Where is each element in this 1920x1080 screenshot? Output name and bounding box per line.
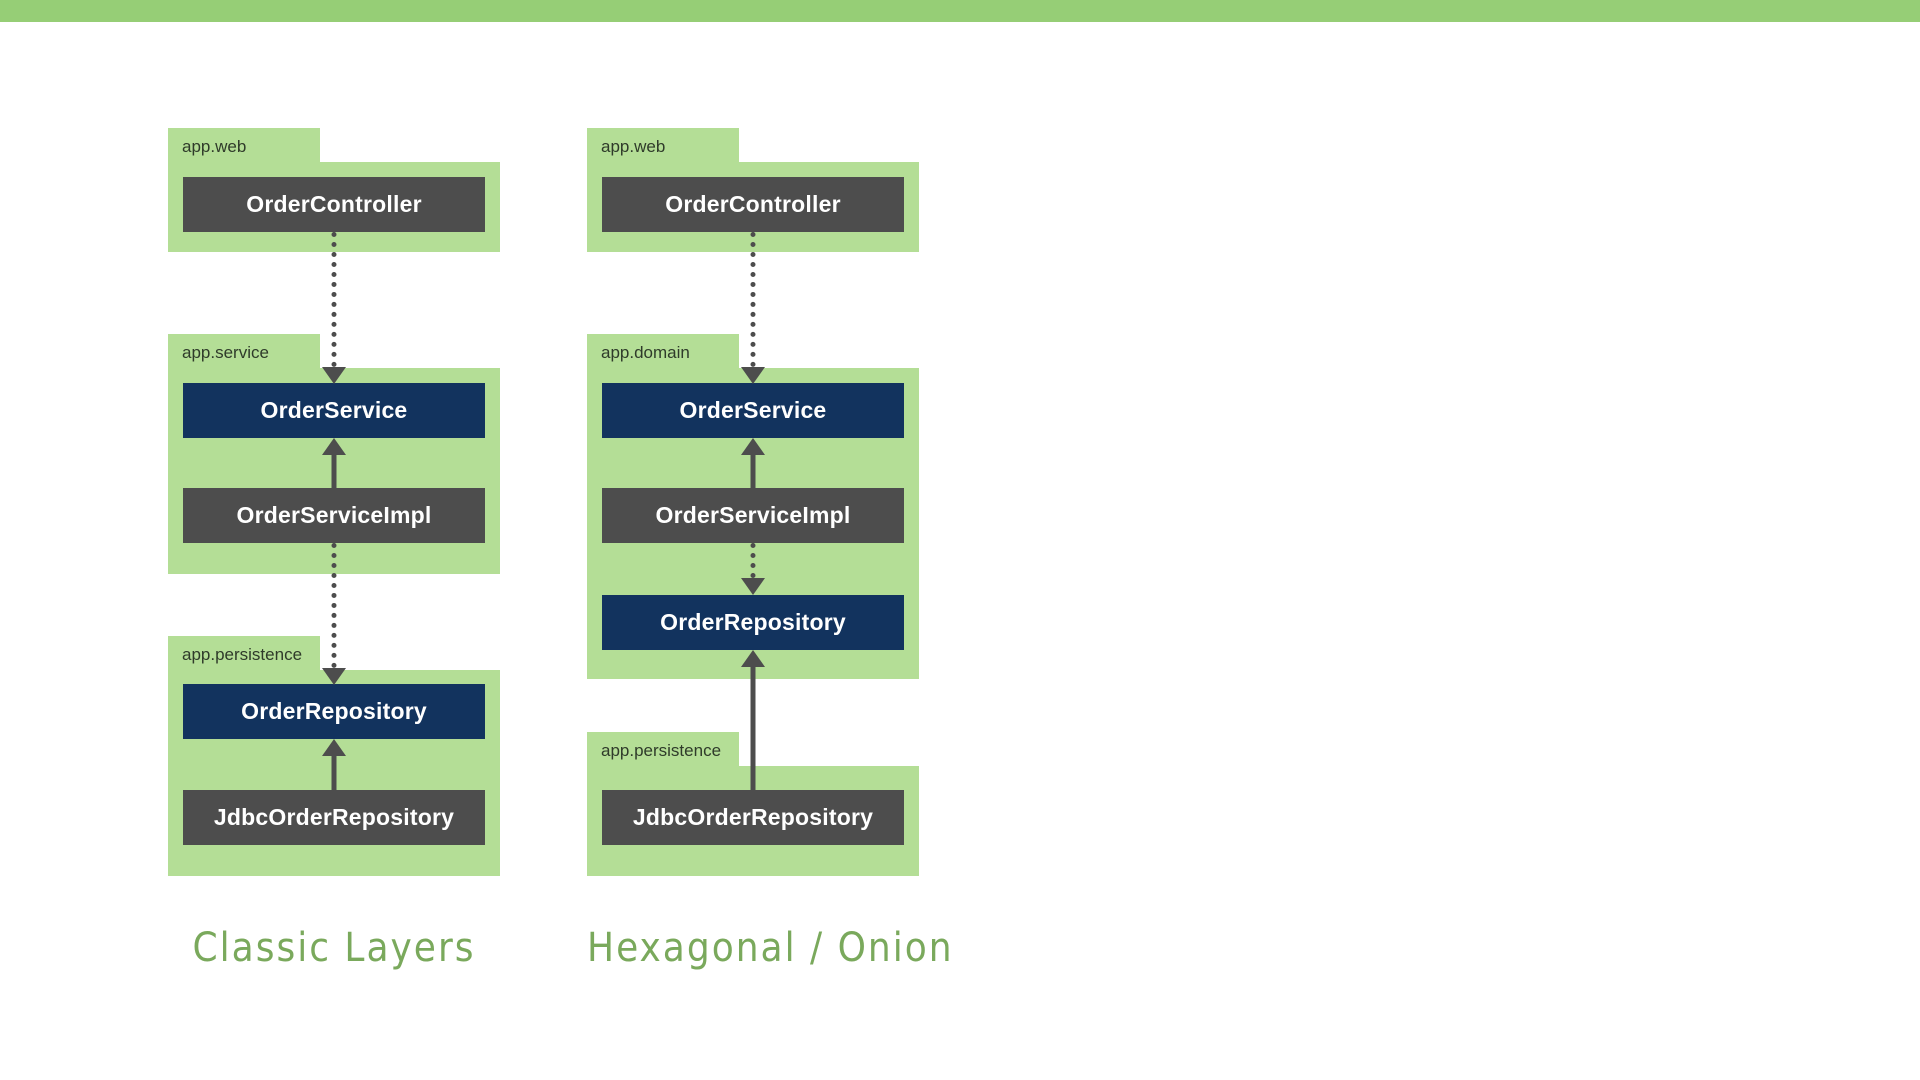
edge-shaft: [331, 754, 337, 790]
package-tab: [587, 128, 739, 162]
edge-hex-controller-to-service: [729, 232, 777, 384]
package-label: app.persistence: [601, 741, 722, 760]
caption-classic-layers: Classic Layers: [192, 925, 476, 971]
package-tab: [587, 732, 739, 766]
package-tab: [168, 128, 320, 162]
arrowhead-down-icon: [322, 367, 346, 384]
package-tab: [168, 334, 320, 368]
top-accent-bar: [0, 0, 1920, 22]
node-classic-orderservice[interactable]: OrderService: [183, 383, 485, 438]
edge-shaft: [750, 665, 756, 790]
edge-shaft: [331, 543, 337, 668]
node-hex-orderserviceimpl[interactable]: OrderServiceImpl: [602, 488, 904, 543]
node-classic-ordercontroller[interactable]: OrderController: [183, 177, 485, 232]
arrowhead-up-icon: [322, 739, 346, 756]
edge-classic-impl-to-service: [310, 438, 358, 488]
node-classic-jdbcorderrepository[interactable]: JdbcOrderRepository: [183, 790, 485, 845]
node-classic-orderserviceimpl[interactable]: OrderServiceImpl: [183, 488, 485, 543]
edge-classic-impl-to-repository: [310, 543, 358, 685]
package-label: app.persistence: [182, 645, 303, 664]
edge-hex-impl-to-service: [729, 438, 777, 488]
caption-hexagonal-onion: Hexagonal / Onion: [587, 925, 954, 971]
edge-shaft: [331, 453, 337, 488]
arrowhead-up-icon: [741, 650, 765, 667]
arrowhead-up-icon: [322, 438, 346, 455]
edge-hex-impl-to-repository: [729, 543, 777, 595]
package-label: app.web: [601, 137, 666, 156]
edge-shaft: [750, 543, 756, 578]
edge-classic-controller-to-service: [310, 232, 358, 384]
node-hex-orderrepository[interactable]: OrderRepository: [602, 595, 904, 650]
edge-shaft: [331, 232, 337, 367]
arrowhead-down-icon: [741, 578, 765, 595]
package-label: app.domain: [601, 343, 690, 362]
node-classic-orderrepository[interactable]: OrderRepository: [183, 684, 485, 739]
arrowhead-down-icon: [741, 367, 765, 384]
edge-hex-jdbc-to-repository: [729, 650, 777, 790]
package-tab: [168, 636, 320, 670]
edge-classic-jdbc-to-repository: [310, 739, 358, 790]
node-hex-ordercontroller[interactable]: OrderController: [602, 177, 904, 232]
package-label: app.web: [182, 137, 247, 156]
arrowhead-up-icon: [741, 438, 765, 455]
arrowhead-down-icon: [322, 668, 346, 685]
node-hex-jdbcorderrepository[interactable]: JdbcOrderRepository: [602, 790, 904, 845]
package-label: app.service: [182, 343, 269, 362]
edge-shaft: [750, 453, 756, 488]
node-hex-orderservice[interactable]: OrderService: [602, 383, 904, 438]
package-tab: [587, 334, 739, 368]
edge-shaft: [750, 232, 756, 367]
